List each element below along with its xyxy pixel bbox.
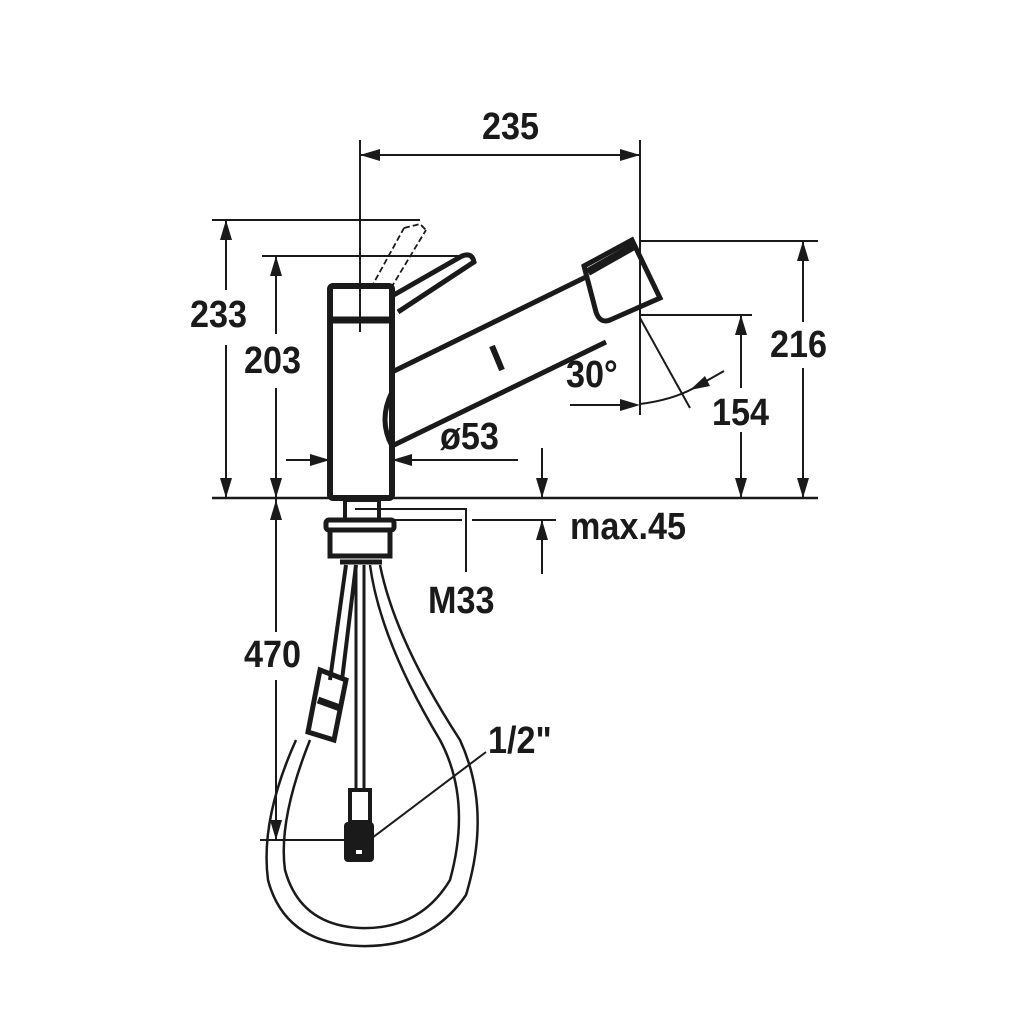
supply-hoses [265, 564, 479, 948]
label-body-diameter: ø53 [440, 416, 499, 458]
dim-body-diameter [286, 454, 518, 466]
dim-spout-top [640, 240, 818, 498]
dim-spout-reach [360, 149, 640, 161]
label-height-handle: 203 [244, 340, 302, 382]
dim-height-raised [212, 219, 420, 498]
dim-outlet-height [640, 314, 752, 498]
dim-height-handle [262, 255, 460, 498]
label-counter-thickness: max.45 [570, 506, 687, 548]
label-connection-size: 1/2" [488, 720, 552, 762]
faucet-body [327, 140, 395, 501]
mounting-shank [323, 498, 467, 572]
label-hose-length: 470 [244, 634, 302, 676]
label-spout-reach: 235 [482, 106, 540, 148]
connection-leader [371, 751, 487, 839]
dim-hose-length [260, 498, 350, 841]
handle-lever [370, 223, 477, 315]
label-spout-top: 216 [770, 324, 828, 366]
label-swivel-angle: 30° [566, 354, 618, 396]
dim-counter-thickness [472, 448, 556, 574]
label-outlet-height: 154 [712, 392, 770, 434]
dim-swivel-angle [570, 370, 725, 411]
label-height-raised: 233 [190, 294, 248, 336]
spout [382, 140, 691, 449]
label-thread-size: M33 [428, 580, 495, 622]
